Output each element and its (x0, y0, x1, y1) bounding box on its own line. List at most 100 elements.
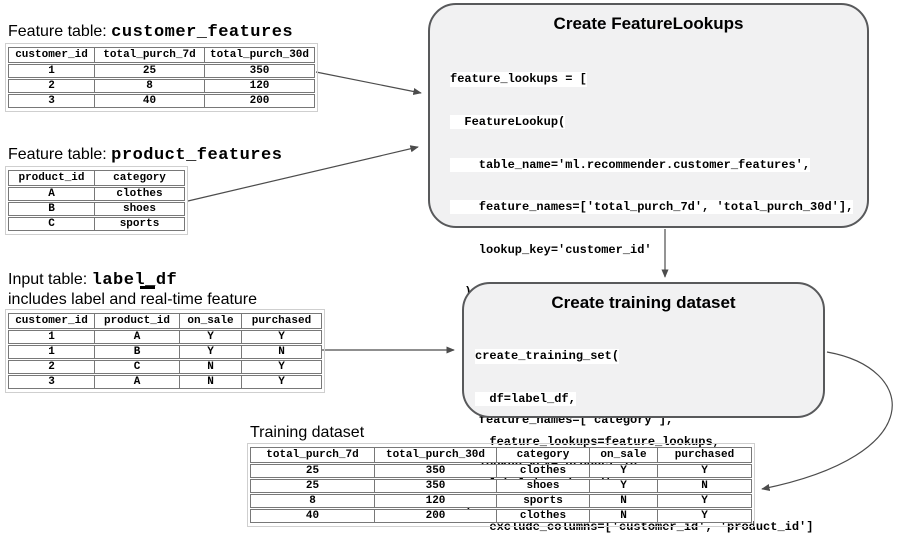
product-features-title: Feature table: product_features (8, 145, 282, 165)
table-cell: Y (658, 494, 752, 508)
customer-features-table: customer_id total_purch_7d total_purch_3… (5, 43, 318, 112)
overline-artifact (140, 286, 155, 289)
table-cell: 120 (205, 79, 315, 93)
table-row: 8 120 sports N Y (250, 494, 752, 508)
table-row: 25 350 clothes Y Y (250, 464, 752, 478)
column-header: purchased (658, 447, 752, 463)
create-featurelookups-box: Create FeatureLookups feature_lookups = … (428, 3, 869, 513)
code-line: create_training_set( (475, 349, 620, 364)
customer-features-title: Feature table: customer_features (8, 22, 293, 42)
table-cell: C (8, 217, 95, 231)
table-header-row: customer_id product_id on_sale purchased (8, 313, 322, 329)
training-dataset-table: total_purch_7d total_purch_30d category … (247, 443, 755, 527)
table-cell: Y (590, 479, 658, 493)
table-cell: 25 (250, 464, 375, 478)
code-line: feature_lookups = [ (450, 72, 587, 87)
column-header: total_purch_7d (95, 47, 205, 63)
table-cell: C (95, 360, 180, 374)
column-header: customer_id (8, 313, 95, 329)
create-featurelookups-title: Create FeatureLookups (553, 14, 744, 33)
column-header: on_sale (180, 313, 242, 329)
customer-features-name: customer_features (111, 23, 294, 42)
table-cell: Y (242, 330, 322, 344)
table-cell: Y (590, 464, 658, 478)
table-row: 1 B Y N (8, 345, 322, 359)
table-cell: A (95, 375, 180, 389)
table-row: C sports (8, 217, 185, 231)
labeldf-subtitle: includes label and real-time feature (8, 291, 258, 308)
create-training-dataset-box: Create training dataset create_training_… (462, 282, 825, 535)
table-header-row: product_id category (8, 170, 185, 186)
table-cell: 3 (8, 375, 95, 389)
table-cell: A (8, 187, 95, 201)
table-row: B shoes (8, 202, 185, 216)
table-cell: 40 (250, 509, 375, 523)
table-cell: clothes (95, 187, 185, 201)
table-cell: B (8, 202, 95, 216)
table-cell: A (95, 330, 180, 344)
labeldf-title: Input table: label_df (8, 270, 177, 290)
table-cell: 25 (95, 64, 205, 78)
table-cell: N (180, 360, 242, 374)
column-header: total_purch_30d (375, 447, 497, 463)
table-cell: 8 (95, 79, 205, 93)
table-cell: 350 (205, 64, 315, 78)
table-row: 2 8 120 (8, 79, 315, 93)
table-cell: 200 (375, 509, 497, 523)
product-features-label: Feature table: (8, 146, 112, 163)
labeldf-label: Input table: (8, 271, 92, 288)
table-cell: Y (180, 345, 242, 359)
table-header-row: total_purch_7d total_purch_30d category … (250, 447, 752, 463)
create-training-dataset-title: Create training dataset (551, 293, 736, 312)
column-header: product_id (8, 170, 95, 186)
column-header: purchased (242, 313, 322, 329)
column-header: on_sale (590, 447, 658, 463)
table-cell: sports (95, 217, 185, 231)
table-row: A clothes (8, 187, 185, 201)
arrow-customer-to-lookups (315, 71, 422, 96)
table-cell: N (180, 375, 242, 389)
labeldf-table: customer_id product_id on_sale purchased… (5, 309, 325, 393)
labeldf-name: label_df (91, 271, 178, 290)
table-cell: 25 (250, 479, 375, 493)
table-cell: shoes (497, 479, 590, 493)
table-row: 1 25 350 (8, 64, 315, 78)
table-cell: 1 (8, 330, 95, 344)
code-line: FeatureLookup( (450, 115, 566, 130)
code-line: df=label_df, (475, 392, 576, 407)
table-cell: clothes (497, 464, 590, 478)
table-cell: 350 (375, 479, 497, 493)
table-cell: N (658, 479, 752, 493)
table-cell: sports (497, 494, 590, 508)
table-cell: 200 (205, 94, 315, 108)
table-cell: 1 (8, 345, 95, 359)
code-line: exclude_columns=['customer_id', 'product… (475, 519, 814, 535)
column-header: category (497, 447, 590, 463)
column-header: total_purch_30d (205, 47, 315, 63)
code-line: table_name='ml.recommender.customer_feat… (450, 157, 811, 172)
table-cell: 8 (250, 494, 375, 508)
table-cell: Y (242, 375, 322, 389)
table-row: 25 350 shoes Y N (250, 479, 752, 493)
column-header: customer_id (8, 47, 95, 63)
table-row: 3 A N Y (8, 375, 322, 389)
table-row: 40 200 clothes N Y (250, 509, 752, 523)
customer-features-label: Feature table: (8, 23, 112, 40)
table-cell: 2 (8, 79, 95, 93)
table-cell: Y (242, 360, 322, 374)
table-cell: shoes (95, 202, 185, 216)
table-cell: N (590, 509, 658, 523)
table-cell: 350 (375, 464, 497, 478)
table-cell: 2 (8, 360, 95, 374)
table-cell: Y (658, 464, 752, 478)
table-cell: 1 (8, 64, 95, 78)
training-dataset-title: Training dataset (250, 424, 365, 441)
table-cell: 3 (8, 94, 95, 108)
column-header: category (95, 170, 185, 186)
column-header: total_purch_7d (250, 447, 375, 463)
table-header-row: customer_id total_purch_7d total_purch_3… (8, 47, 315, 63)
code-line: lookup_key='customer_id' (450, 242, 652, 258)
product-features-name: product_features (111, 146, 283, 165)
column-header: product_id (95, 313, 180, 329)
